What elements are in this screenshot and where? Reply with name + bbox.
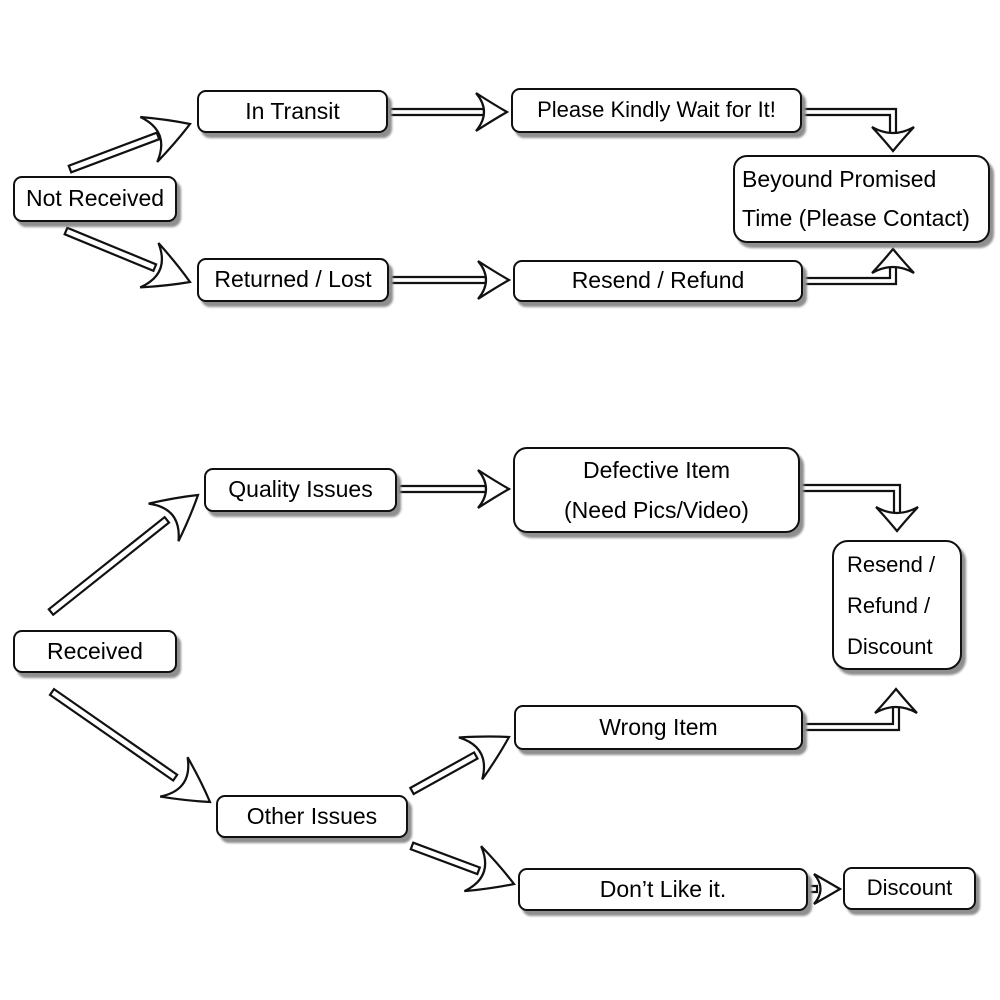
node-label: Don’t Like it. xyxy=(599,875,727,902)
node-defective-item: Defective Item (Need Pics/Video) xyxy=(513,447,800,533)
node-label: Quality Issues xyxy=(228,476,373,503)
arrow-wrong-item-to-resend-refund-discount xyxy=(801,687,919,732)
arrow-resend-refund-to-beyond-promised xyxy=(801,247,916,286)
node-label: Other Issues xyxy=(246,802,378,829)
node-not-received: Not Received xyxy=(13,176,177,222)
node-returned-lost: Returned / Lost xyxy=(197,258,389,302)
arrow-returned-lost-to-resend-refund xyxy=(389,259,511,301)
node-other-issues: Other Issues xyxy=(216,795,408,838)
arrow-other-issues-to-wrong-item xyxy=(408,714,522,796)
node-wrong-item: Wrong Item xyxy=(514,705,803,750)
node-label: Returned / Lost xyxy=(214,266,372,293)
node-quality-issues: Quality Issues xyxy=(204,468,397,512)
node-received: Received xyxy=(13,630,177,673)
node-label: Resend / Refund xyxy=(571,267,745,294)
node-label-line1: Resend / xyxy=(847,551,936,577)
node-label: Received xyxy=(47,637,143,664)
arrow-other-issues-to-dont-like xyxy=(409,841,524,908)
node-please-kindly-wait: Please Kindly Wait for It! xyxy=(511,88,802,133)
node-dont-like-it: Don’t Like it. xyxy=(518,868,808,911)
arrow-dont-like-to-discount xyxy=(806,872,842,906)
arrow-not-received-to-in-transit xyxy=(67,100,200,174)
node-beyond-promised-time: Beyound Promised Time (Please Contact) xyxy=(733,155,990,243)
node-label: Please Kindly Wait for It! xyxy=(537,97,776,123)
node-label-line2: Refund / xyxy=(847,592,931,618)
node-discount: Discount xyxy=(843,867,976,910)
arrow-received-to-quality-issues xyxy=(47,475,215,617)
arrow-in-transit-to-please-wait xyxy=(388,91,509,133)
arrow-please-wait-to-beyond-promised xyxy=(800,107,916,153)
node-label-line3: Discount xyxy=(847,633,933,659)
node-label: Wrong Item xyxy=(599,713,718,740)
node-label-line2: (Need Pics/Video) xyxy=(564,497,749,523)
node-in-transit: In Transit xyxy=(197,90,388,133)
node-label: In Transit xyxy=(245,97,340,124)
node-label-line1: Defective Item xyxy=(583,457,730,483)
arrow-defective-item-to-resend-refund-discount xyxy=(798,483,920,533)
node-label-line2: Time (Please Contact) xyxy=(742,205,970,231)
node-label-line1: Beyound Promised xyxy=(742,166,937,192)
node-resend-refund-discount: Resend / Refund / Discount xyxy=(832,540,962,670)
node-label: Not Received xyxy=(25,185,165,212)
node-resend-refund: Resend / Refund xyxy=(513,260,803,302)
arrow-quality-issues-to-defective-item xyxy=(397,468,511,510)
node-label: Discount xyxy=(866,875,953,901)
arrow-not-received-to-returned-lost xyxy=(63,226,201,306)
arrow-received-to-other-issues xyxy=(48,687,225,823)
